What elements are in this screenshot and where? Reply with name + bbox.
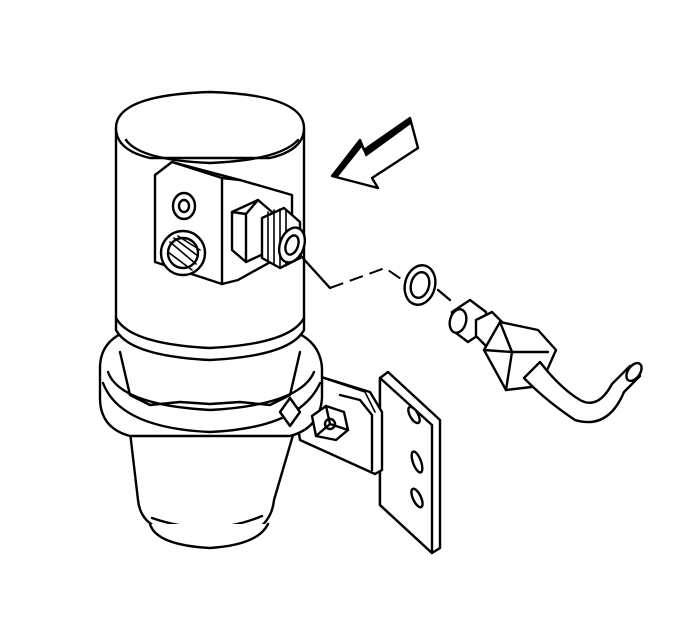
threaded-outlet-port: [230, 198, 307, 270]
assembly-center-line: [329, 266, 411, 289]
fitting-block-top-edge: [220, 176, 242, 182]
fitting-lower-port-ring: [166, 236, 200, 270]
drier-body-seam: [114, 316, 306, 350]
clamp-diamond-mark: [278, 396, 302, 428]
clamp-band-lower-edge: [101, 381, 322, 434]
clamp-band-inner-edge: [106, 370, 316, 412]
bracket-bolt: [310, 404, 350, 442]
o-ring-outer: [403, 264, 437, 306]
line-bent-tube: [522, 360, 642, 424]
direction-arrow: [330, 116, 420, 190]
bracket-strap-edge: [338, 393, 374, 472]
drier-dome-edge: [124, 138, 300, 165]
bracket-slot-top: [407, 405, 421, 425]
o-ring-inner: [409, 271, 431, 299]
fitting-lower-port-threads: [167, 235, 201, 271]
outlet-threads: [267, 208, 287, 267]
bracket-slot-bottom: [410, 487, 424, 509]
assembly-line-start: [298, 253, 332, 290]
arrow-outline: [330, 116, 420, 190]
bracket-strap-fold: [304, 371, 376, 413]
receiver-drier: [98, 90, 324, 550]
outlet-port-bore: [284, 234, 300, 256]
fitting-upper-port: [171, 191, 197, 221]
line-tube-end: [625, 361, 643, 383]
line-axis-lead: [436, 288, 452, 302]
bracket-slot-middle: [410, 450, 424, 474]
drier-top-dome: [114, 90, 306, 160]
line-nut-faces: [482, 320, 550, 392]
fitting-upper-port-bore: [177, 198, 191, 214]
line-tube-nipple-face: [448, 308, 468, 334]
outlet-port-mouth: [277, 226, 307, 264]
refrigerant-line: [436, 288, 643, 424]
o-ring-seal: [403, 264, 437, 306]
bracket-top-edge: [387, 371, 441, 421]
bolt-hex-edges: [314, 404, 350, 438]
drier-cup-base: [148, 522, 270, 550]
clamp-band-teeth: [118, 350, 302, 407]
arrow-shadow: [330, 117, 411, 177]
outlet-hex-edges: [230, 198, 260, 264]
bolt-center: [323, 417, 337, 431]
